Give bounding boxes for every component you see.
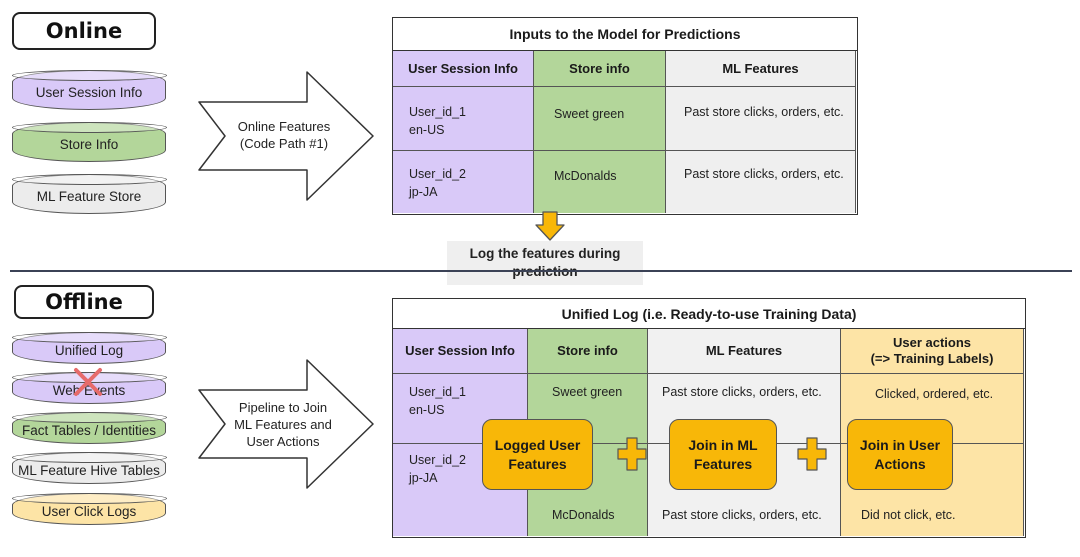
cell-locale: jp-JA <box>409 471 438 485</box>
cell-user-id: User_id_2 <box>409 453 466 467</box>
cell-store: McDonalds <box>552 508 615 522</box>
cell-locale: en-US <box>409 403 445 417</box>
predictions-col-user: User Session Info User_id_1 en-US User_i… <box>393 51 534 213</box>
column-header: ML Features <box>666 51 855 87</box>
cell-action: Clicked, ordered, etc. <box>875 387 994 401</box>
cell-store: McDonalds <box>554 169 617 183</box>
cell-locale: en-US <box>409 123 445 137</box>
source-label: User Session Info <box>35 84 143 100</box>
source-label: Unified Log <box>54 342 124 358</box>
step-line-2: Features <box>693 455 753 472</box>
pipeline-line-2: ML Features and <box>234 416 332 432</box>
plus-icon <box>617 437 647 471</box>
log-step-line-1: Log the features during <box>469 246 621 261</box>
cell-user: User_id_2 jp-JA <box>409 165 466 201</box>
label-column-line-2: (=> Training Labels) <box>870 351 994 366</box>
online-arrow-line-2: (Code Path #1) <box>239 136 329 151</box>
source-label: ML Feature Store <box>36 188 142 204</box>
online-source-ml-feature-store: ML Feature Store <box>11 173 167 214</box>
cell-user-id: User_id_1 <box>409 385 466 399</box>
unified-table-title: Unified Log (i.e. Ready-to-use Training … <box>393 299 1025 329</box>
step-logged-user-features: Logged User Features <box>482 419 593 490</box>
cell-features: Past store clicks, orders, etc. <box>684 105 844 119</box>
source-label: Fact Tables / Identities <box>21 422 157 438</box>
cell-user: User_id_1 en-US <box>409 103 466 139</box>
predictions-table: Inputs to the Model for Predictions User… <box>392 17 858 215</box>
unified-log-table: Unified Log (i.e. Ready-to-use Training … <box>392 298 1026 538</box>
predictions-table-title: Inputs to the Model for Predictions <box>393 18 857 51</box>
online-section-label: Online <box>12 12 156 50</box>
label-column-line-1: User actions <box>892 335 972 350</box>
step-line-2: Actions <box>874 455 926 472</box>
cell-user-id: User_id_1 <box>409 105 466 119</box>
cell-user: User_id_2 jp-JA <box>409 451 466 487</box>
log-step-line-2: prediction <box>512 263 577 281</box>
online-arrow-line-1: Online Features <box>237 119 331 134</box>
step-line-1: Join in ML <box>688 436 758 453</box>
cell-user: User_id_1 en-US <box>409 383 466 419</box>
cell-features: Past store clicks, orders, etc. <box>662 385 822 399</box>
column-header: User Session Info <box>393 329 527 374</box>
log-down-arrow <box>535 211 565 241</box>
section-divider <box>10 270 1072 272</box>
source-label: ML Feature Hive Tables <box>18 462 160 478</box>
step-join-user-actions: Join in User Actions <box>847 419 953 490</box>
pipeline-label: Pipeline to Join ML Features and User Ac… <box>218 394 348 454</box>
step-line-2: Features <box>508 455 567 472</box>
removed-cross-icon <box>74 368 102 396</box>
offline-source-user-click-logs: User Click Logs <box>11 492 167 525</box>
plus-icon <box>797 437 827 471</box>
offline-source-fact-tables: Fact Tables / Identities <box>11 411 167 444</box>
cell-store: Sweet green <box>554 107 625 121</box>
cell-store: Sweet green <box>552 385 623 399</box>
cell-features: Past store clicks, orders, etc. <box>684 167 844 181</box>
pipeline-line-3: User Actions <box>246 433 320 449</box>
cell-locale: jp-JA <box>409 185 438 199</box>
online-source-store-info: Store Info <box>11 121 167 162</box>
online-features-label: Online Features (Code Path #1) <box>222 110 346 160</box>
online-source-user-session-info: User Session Info <box>11 69 167 110</box>
column-header: User Session Info <box>393 51 533 87</box>
offline-source-web-events: Web Events <box>11 371 167 404</box>
predictions-col-features: ML Features Past store clicks, orders, e… <box>666 51 856 213</box>
pipeline-arrow <box>198 359 374 489</box>
offline-source-ml-feature-hive: ML Feature Hive Tables <box>11 451 167 484</box>
column-header: Store info <box>528 329 647 374</box>
pipeline-line-1: Pipeline to Join <box>238 399 328 415</box>
cell-user-id: User_id_2 <box>409 167 466 181</box>
source-label: Web Events <box>52 382 126 398</box>
cell-action: Did not click, etc. <box>861 508 956 522</box>
predictions-col-store: Store info Sweet green McDonalds <box>534 51 666 213</box>
cell-features: Past store clicks, orders, etc. <box>662 508 822 522</box>
column-header-user-actions: User actions (=> Training Labels) <box>841 329 1023 374</box>
step-line-1: Join in User <box>859 436 941 453</box>
row-divider <box>393 150 856 151</box>
step-join-ml-features: Join in ML Features <box>669 419 777 490</box>
log-features-step: Log the features during prediction <box>447 241 643 285</box>
offline-section-label: Offline <box>14 285 154 319</box>
column-header: Store info <box>534 51 665 87</box>
step-line-1: Logged User <box>494 436 581 453</box>
offline-source-unified-log: Unified Log <box>11 331 167 364</box>
online-features-arrow <box>198 71 374 201</box>
source-label: User Click Logs <box>41 503 137 519</box>
column-header: ML Features <box>648 329 840 374</box>
source-label: Store Info <box>59 136 119 152</box>
